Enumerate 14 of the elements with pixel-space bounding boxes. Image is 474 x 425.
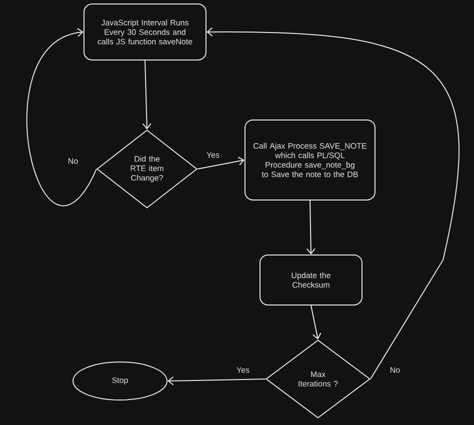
arrow: [310, 304, 322, 340]
edge-label: Yes: [205, 151, 221, 159]
arrow: [142, 60, 152, 130]
edge-label: Yes: [235, 366, 251, 374]
edge-label: No: [388, 366, 402, 374]
edge-label: No: [66, 157, 80, 165]
process-box: Call Ajax Process SAVE_NOTE which calls PL/SQL Procedure save_note_bg to Save the note to the DB: [244, 120, 376, 200]
arrow: [306, 200, 316, 254]
arrow: [26, 28, 97, 206]
process-box: Update the Checksum: [260, 254, 362, 306]
arrow: [197, 156, 244, 170]
arrow: [168, 376, 266, 386]
arrow: [206, 27, 460, 380]
process-box: JavaScript Interval Runs Every 30 Seconds and calls JS function saveNote: [84, 4, 206, 60]
